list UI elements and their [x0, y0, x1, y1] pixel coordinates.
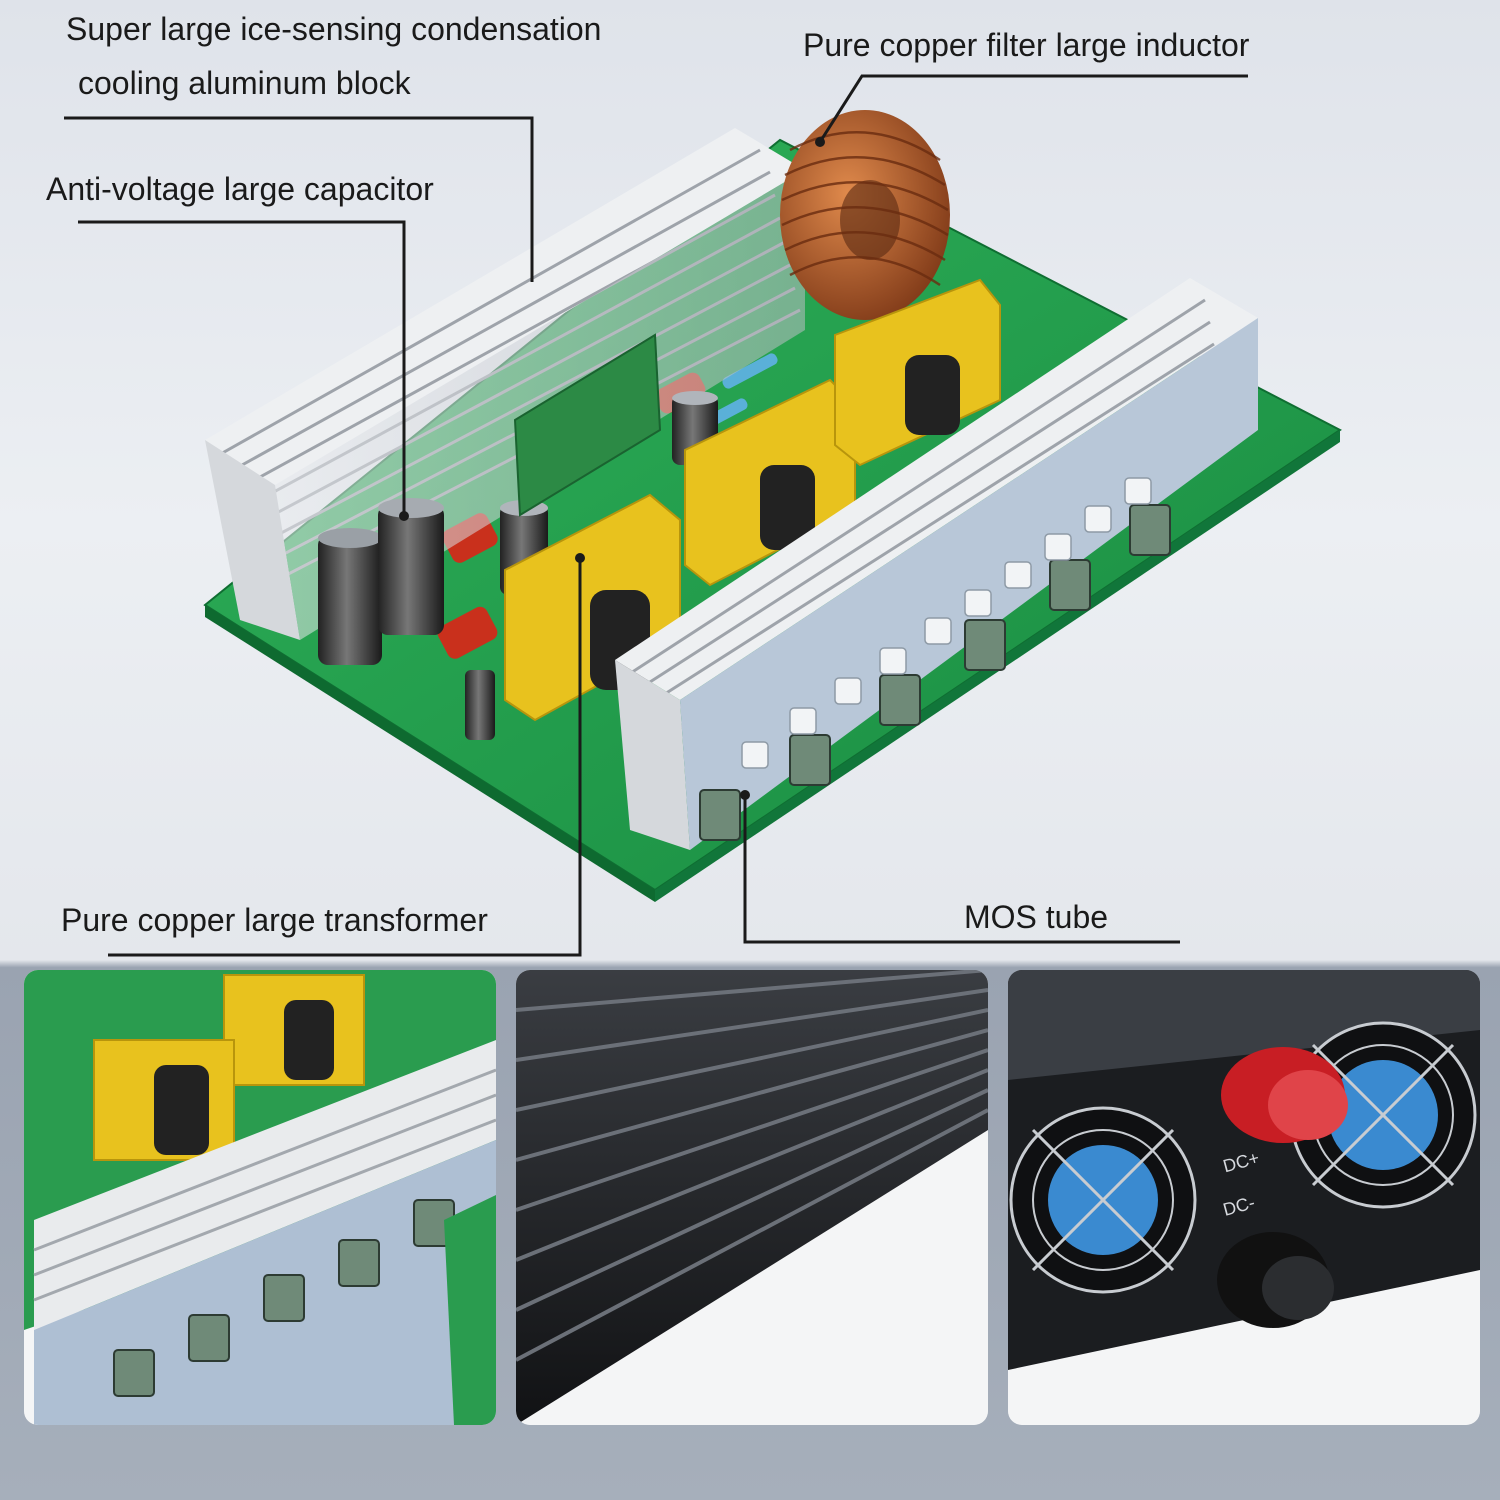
- board-closeup: [24, 970, 496, 1425]
- detail-panel-terminals: DC+ DC-: [1008, 970, 1480, 1425]
- capacitor-leader: [78, 220, 406, 516]
- mos-heatsink: [615, 278, 1258, 850]
- callout-dots: [399, 137, 825, 800]
- detail-panel-heatsink: [516, 970, 988, 1425]
- fans-terminals-closeup: [1008, 970, 1480, 1425]
- label-cooling-block-line1: Super large ice-sensing condensation: [66, 11, 602, 47]
- control-board: [513, 333, 662, 517]
- callout-lines: [64, 74, 1248, 957]
- inductor-leader: [818, 74, 1248, 143]
- mos-tube-tabs: [741, 477, 1152, 769]
- transformers: [504, 278, 1001, 722]
- copper-inductor: [780, 110, 950, 320]
- housing-fins-closeup: [516, 970, 988, 1425]
- fan-left-icon: [1009, 1106, 1197, 1294]
- label-cooling-block-line2: cooling aluminum block: [78, 65, 411, 101]
- mos-tubes: [699, 504, 1171, 841]
- label-inductor: Pure copper filter large inductor: [803, 27, 1250, 63]
- label-capacitor: Anti-voltage large capacitor: [46, 171, 434, 207]
- black-negative-terminal-icon: [1217, 1232, 1334, 1328]
- cooling-block-leader: [64, 116, 534, 282]
- mos-leader: [743, 795, 1180, 944]
- label-transformer: Pure copper large transformer: [61, 902, 488, 938]
- red-positive-terminal-icon: [1221, 1047, 1348, 1143]
- detail-panel-board: [24, 970, 496, 1425]
- transformer-leader: [108, 558, 582, 957]
- label-mos: MOS tube: [964, 899, 1109, 935]
- pcb-edge: [205, 605, 655, 902]
